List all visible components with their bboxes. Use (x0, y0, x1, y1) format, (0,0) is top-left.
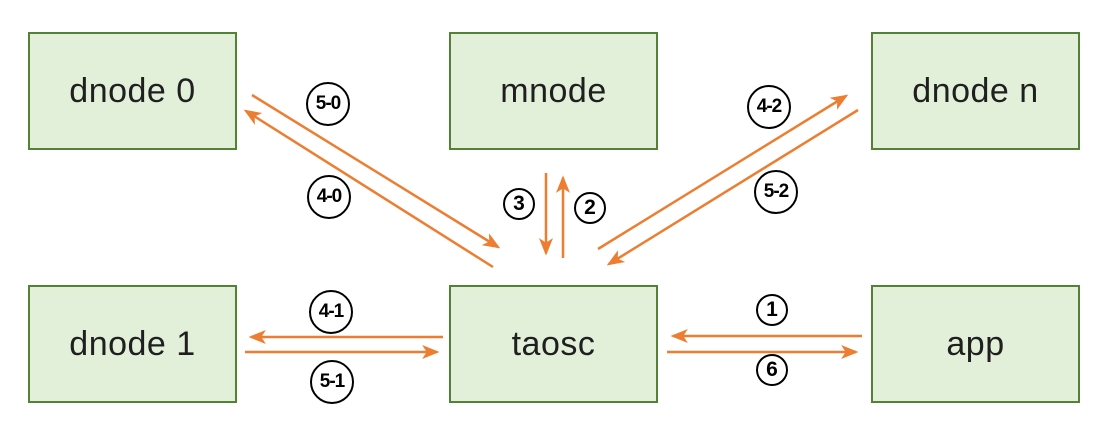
edge-label-4-0: 4-0 (307, 175, 351, 219)
edge-label-4-1: 4-1 (309, 290, 353, 334)
edge-label-5-1: 5-1 (310, 360, 354, 404)
node-mnode: mnode (449, 32, 658, 150)
node-taosc: taosc (449, 285, 658, 403)
node-dnoden: dnode n (871, 32, 1080, 150)
edge-label-5-0: 5-0 (306, 82, 350, 126)
node-dnoden-label: dnode n (912, 71, 1039, 110)
node-app: app (871, 285, 1080, 403)
edge-label-5-2: 5-2 (754, 170, 798, 214)
arrow-taosc-to-dnoden (597, 94, 849, 251)
node-taosc-label: taosc (511, 324, 596, 363)
node-dnode1: dnode 1 (28, 285, 237, 403)
arrow-dnoden-to-taosc (606, 108, 859, 266)
arrow-dnode0-to-taosc (251, 93, 501, 249)
edge-label-1: 1 (756, 294, 788, 326)
edge-label-4-2: 4-2 (747, 85, 791, 129)
edge-label-6: 6 (756, 354, 788, 386)
node-mnode-label: mnode (500, 71, 607, 110)
arrow-taosc-to-dnode0 (243, 109, 494, 269)
edge-label-2: 2 (574, 192, 606, 224)
edge-label-3: 3 (503, 188, 535, 220)
node-dnode0-label: dnode 0 (69, 71, 196, 110)
node-dnode0: dnode 0 (28, 32, 237, 150)
node-app-label: app (946, 324, 1005, 363)
node-dnode1-label: dnode 1 (69, 324, 196, 363)
